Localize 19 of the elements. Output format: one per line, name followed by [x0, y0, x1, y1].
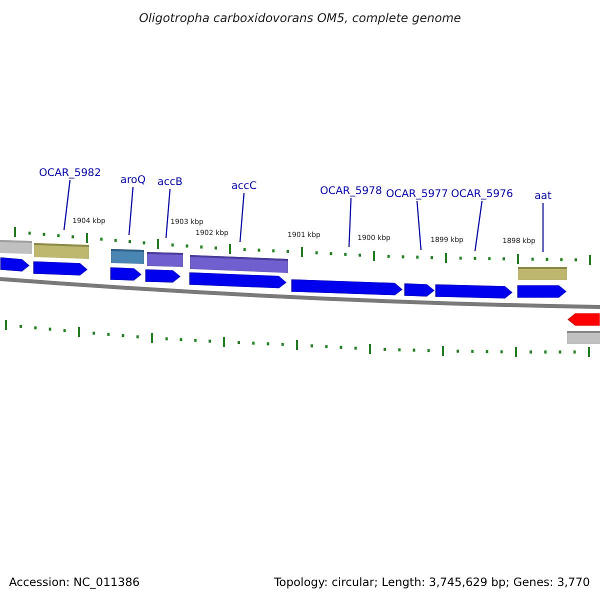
leader-line	[128, 186, 134, 236]
leader-line	[348, 198, 352, 248]
gene-label: aroQ	[120, 173, 146, 187]
leader-line	[416, 200, 422, 250]
gene-label: OCAR_5978	[320, 184, 382, 198]
gene-label: accB	[157, 175, 183, 189]
leader-line	[239, 192, 245, 242]
leader-line	[474, 200, 483, 252]
gene-label: aat	[534, 189, 552, 203]
gene-label: OCAR_5982	[38, 166, 102, 180]
gene-label: accC	[231, 179, 257, 193]
genome-summary-text: Topology: circular; Length: 3,745,629 bp; Genes: 3,770	[274, 574, 590, 590]
diagram-title: Oligotropha carboxidovorans OM5, complete genome	[138, 10, 462, 26]
leader-line	[165, 188, 171, 238]
leader-line	[542, 203, 544, 252]
gene-label: OCAR_5976	[450, 187, 514, 201]
accession-text: Accession: NC_011386	[9, 574, 140, 590]
leader-line	[63, 180, 71, 230]
gene-label: OCAR_5977	[386, 187, 448, 201]
